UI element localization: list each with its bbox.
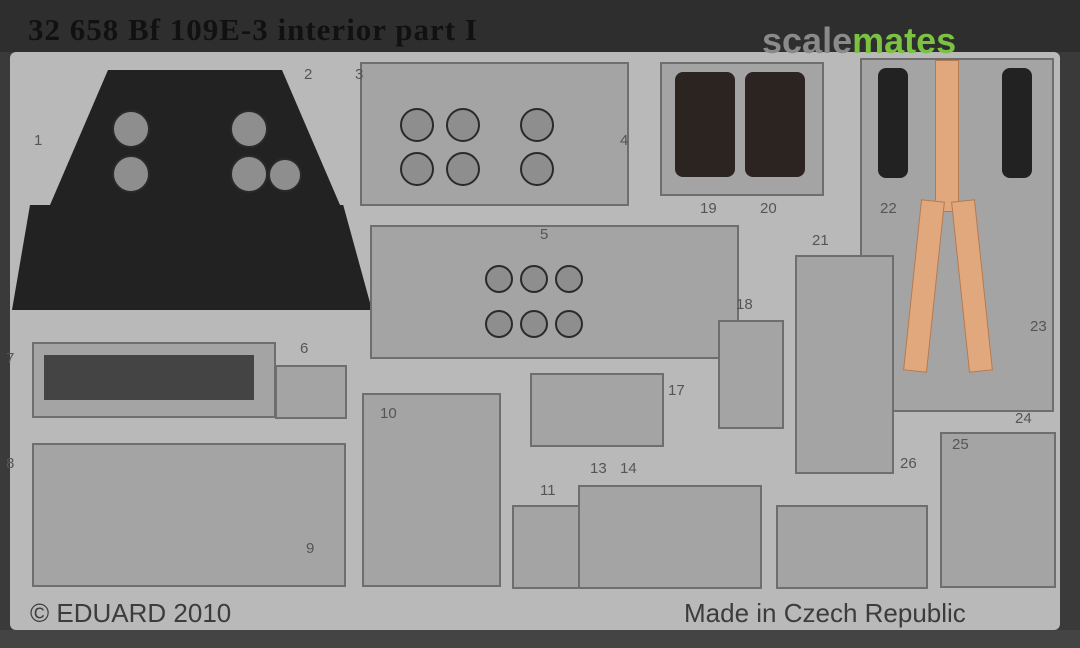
gauge (520, 265, 548, 293)
gauge (520, 310, 548, 338)
gauge (485, 310, 513, 338)
part-10 (362, 393, 501, 587)
part-15 (776, 505, 928, 589)
belt-buckle (878, 68, 908, 178)
belt-buckle (1002, 68, 1032, 178)
fret-frame-top (0, 0, 1080, 52)
gauge (230, 110, 268, 148)
gauge (400, 108, 434, 142)
part-number: 2 (304, 66, 313, 83)
part-number: 24 (1015, 410, 1032, 427)
part-13 (578, 485, 762, 589)
part-number: 6 (300, 340, 309, 357)
gauge (400, 152, 434, 186)
scalemates-watermark: scalemates (762, 20, 957, 61)
rudder-pedal (675, 72, 735, 177)
rudder-pedal (745, 72, 805, 177)
panel-center-upper (360, 62, 629, 206)
part-number: 4 (620, 132, 629, 149)
part-number: 23 (1030, 318, 1047, 335)
panel-center-lower (370, 225, 739, 359)
gauge (446, 108, 480, 142)
part-number: 13 (590, 460, 607, 477)
part-number: 19 (700, 200, 717, 217)
part-number: 7 (6, 350, 15, 367)
gauge (555, 310, 583, 338)
gauge (268, 158, 302, 192)
part-number: 26 (900, 455, 917, 472)
part-number: 20 (760, 200, 777, 217)
gauge (112, 110, 150, 148)
copyright-text: © EDUARD 2010 (30, 598, 232, 628)
part-20 (530, 373, 664, 447)
gauge (520, 108, 554, 142)
gauge (446, 152, 480, 186)
gauge (112, 155, 150, 193)
part-number: 9 (306, 540, 315, 557)
switch-panel (44, 355, 254, 400)
part-number: 17 (668, 382, 685, 399)
part-number: 5 (540, 226, 549, 243)
part-number: 14 (620, 460, 637, 477)
part-8 (32, 443, 346, 587)
gauge (520, 152, 554, 186)
part-number: 10 (380, 405, 397, 422)
part-24 (940, 432, 1056, 588)
fret-frame-bottom (0, 630, 1080, 648)
gauge (485, 265, 513, 293)
lower-panel (12, 205, 372, 310)
seat-belt (935, 60, 959, 212)
fret-title: 32 658 Bf 109E-3 interior part I (28, 12, 478, 47)
part-number: 25 (952, 436, 969, 453)
part-number: 3 (355, 66, 364, 83)
part-number: 22 (880, 200, 897, 217)
gauge (230, 155, 268, 193)
part-21 (795, 255, 894, 474)
origin-text: Made in Czech Republic (684, 598, 966, 628)
part-18 (718, 320, 784, 429)
gauge (555, 265, 583, 293)
part-number: 18 (736, 296, 753, 313)
part-6 (275, 365, 347, 419)
part-11 (512, 505, 581, 589)
part-number: 8 (6, 455, 15, 472)
part-number: 1 (34, 132, 43, 149)
part-number: 21 (812, 232, 829, 249)
part-number: 11 (540, 482, 556, 499)
